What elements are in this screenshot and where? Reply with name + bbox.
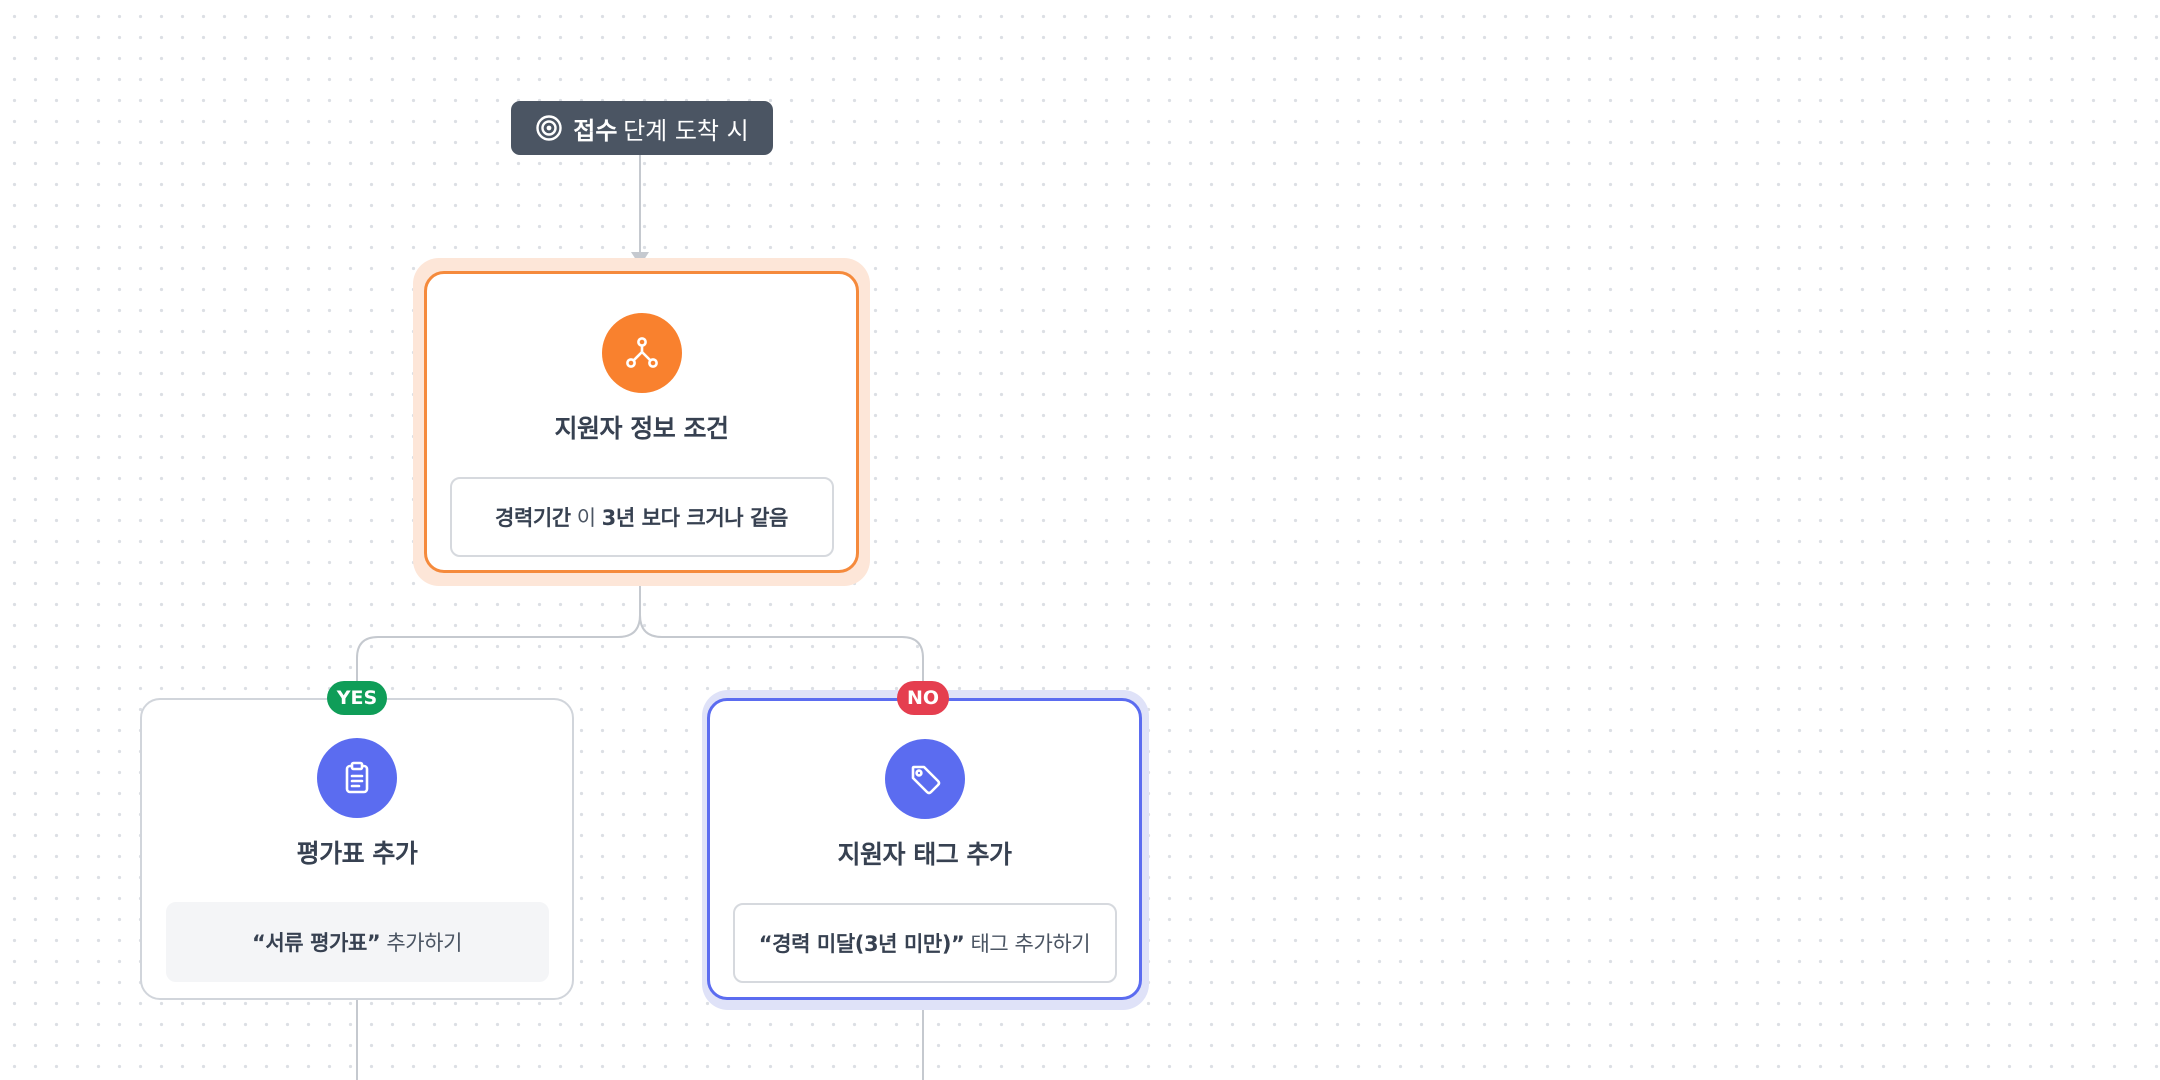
yes-connector <box>356 573 641 698</box>
yes-action[interactable]: “서류 평가표” 추가하기 <box>165 902 549 982</box>
yes-node-title: 평가표 추가 <box>296 839 418 868</box>
trigger-stage: 접수 <box>573 116 618 145</box>
condition-value: 3년 보다 크거나 같음 <box>601 506 789 530</box>
no-node-title: 지원자 태그 추가 <box>837 840 1012 869</box>
no-action[interactable]: “경력 미달(3년 미만)” 태그 추가하기 <box>732 903 1117 983</box>
condition-rule[interactable]: 경력기간 이 3년 보다 크거나 같음 <box>449 477 834 557</box>
condition-node-title: 지원자 정보 조건 <box>554 414 729 443</box>
no-action-quoted: “경력 미달(3년 미만)” <box>758 932 965 956</box>
trigger-text: 단계 도착 시 <box>623 116 749 145</box>
clipboard-icon <box>317 738 397 818</box>
no-action-suffix: 태그 추가하기 <box>970 932 1091 956</box>
tag-icon <box>884 739 965 819</box>
no-action-node[interactable]: 지원자 태그 추가 “경력 미달(3년 미만)” 태그 추가하기 <box>707 698 1142 1000</box>
yes-action-node[interactable]: 평가표 추가 “서류 평가표” 추가하기 <box>140 698 574 1000</box>
no-connector <box>639 614 924 698</box>
yes-action-suffix: 추가하기 <box>386 931 462 955</box>
condition-particle: 이 <box>576 506 596 530</box>
condition-node[interactable]: 지원자 정보 조건 경력기간 이 3년 보다 크거나 같음 <box>424 271 859 573</box>
trigger-pill[interactable]: 접수 단계 도착 시 <box>511 101 773 155</box>
target-icon <box>535 114 563 142</box>
no-badge: NO <box>897 681 949 715</box>
condition-field: 경력기간 <box>495 506 571 530</box>
branch-icon <box>601 313 682 393</box>
yes-badge: YES <box>327 681 387 715</box>
yes-action-quoted: “서류 평가표” <box>251 931 381 955</box>
